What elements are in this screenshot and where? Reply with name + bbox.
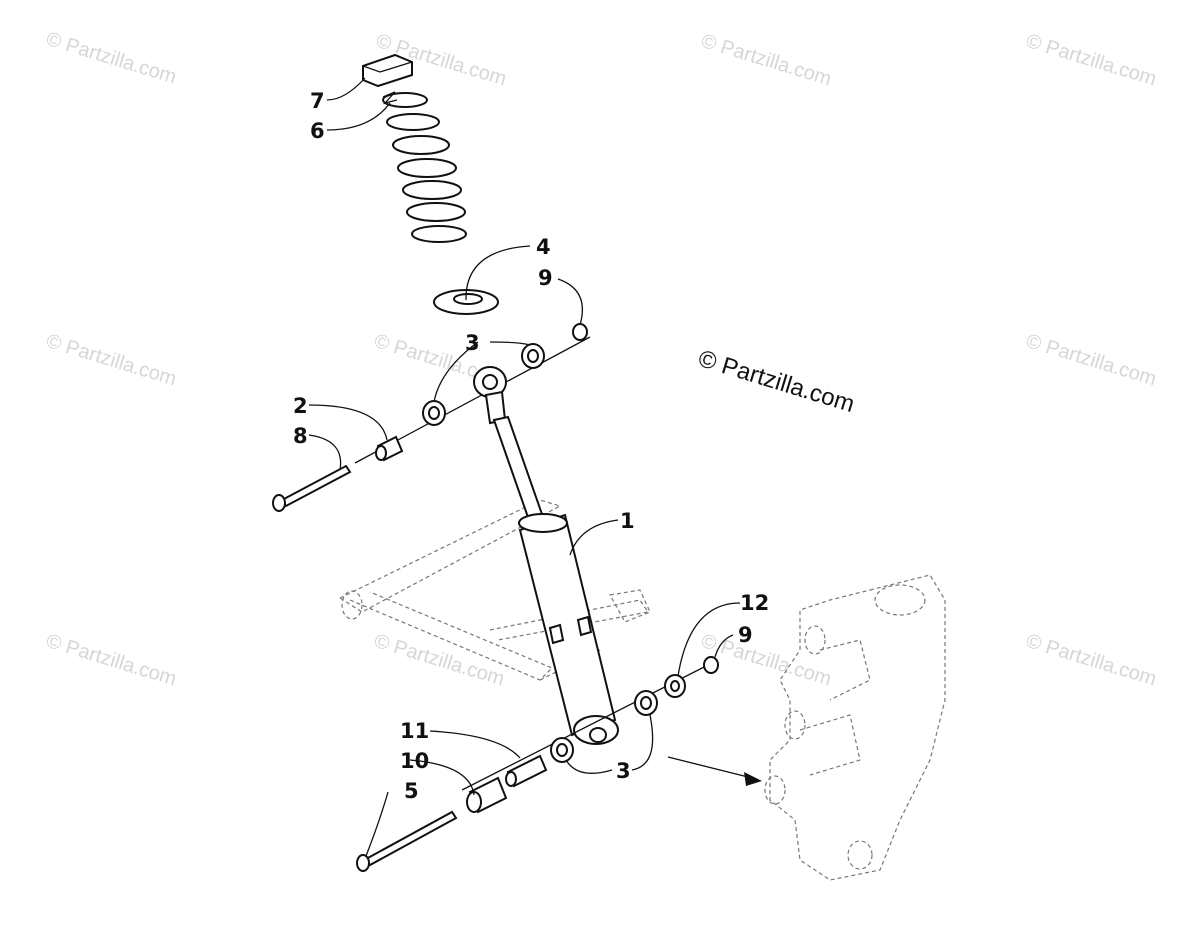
lower-sleeve-small: [505, 754, 548, 788]
callout-2: 2: [293, 394, 308, 418]
callout-1: 1: [620, 509, 635, 533]
upper-sleeve: [375, 435, 404, 462]
upper-nut: [572, 323, 588, 341]
callout-7: 7: [310, 89, 325, 113]
upper-bushing-right: [521, 343, 545, 369]
lower-bolt: [356, 810, 458, 872]
spindle-outline: [764, 574, 946, 881]
lower-bushing-right: [634, 690, 658, 716]
leader-lines: [308, 77, 741, 857]
lower-bushing-left: [550, 737, 574, 763]
callout-11: 11: [400, 719, 429, 743]
lower-nut: [703, 656, 719, 674]
callout-9: 9: [738, 623, 753, 647]
callout-3: 3: [465, 331, 480, 355]
callout-3: 3: [616, 759, 631, 783]
shock-absorber: [473, 366, 619, 745]
spring-retainer-cap: [362, 53, 413, 88]
upper-bushing-left: [422, 400, 446, 426]
direction-arrow: [667, 756, 762, 786]
callout-4: 4: [536, 235, 551, 259]
upper-bolt: [272, 464, 352, 512]
callout-9: 9: [538, 266, 553, 290]
callout-6: 6: [310, 119, 325, 143]
lower-sleeve-large: [466, 776, 508, 814]
callout-5: 5: [404, 779, 419, 803]
lower-spacer: [664, 674, 686, 698]
callout-8: 8: [293, 424, 308, 448]
coil-spring: [382, 92, 467, 243]
callout-12: 12: [740, 591, 769, 615]
callout-10: 10: [400, 749, 429, 773]
a-arm-outline: [338, 499, 651, 681]
